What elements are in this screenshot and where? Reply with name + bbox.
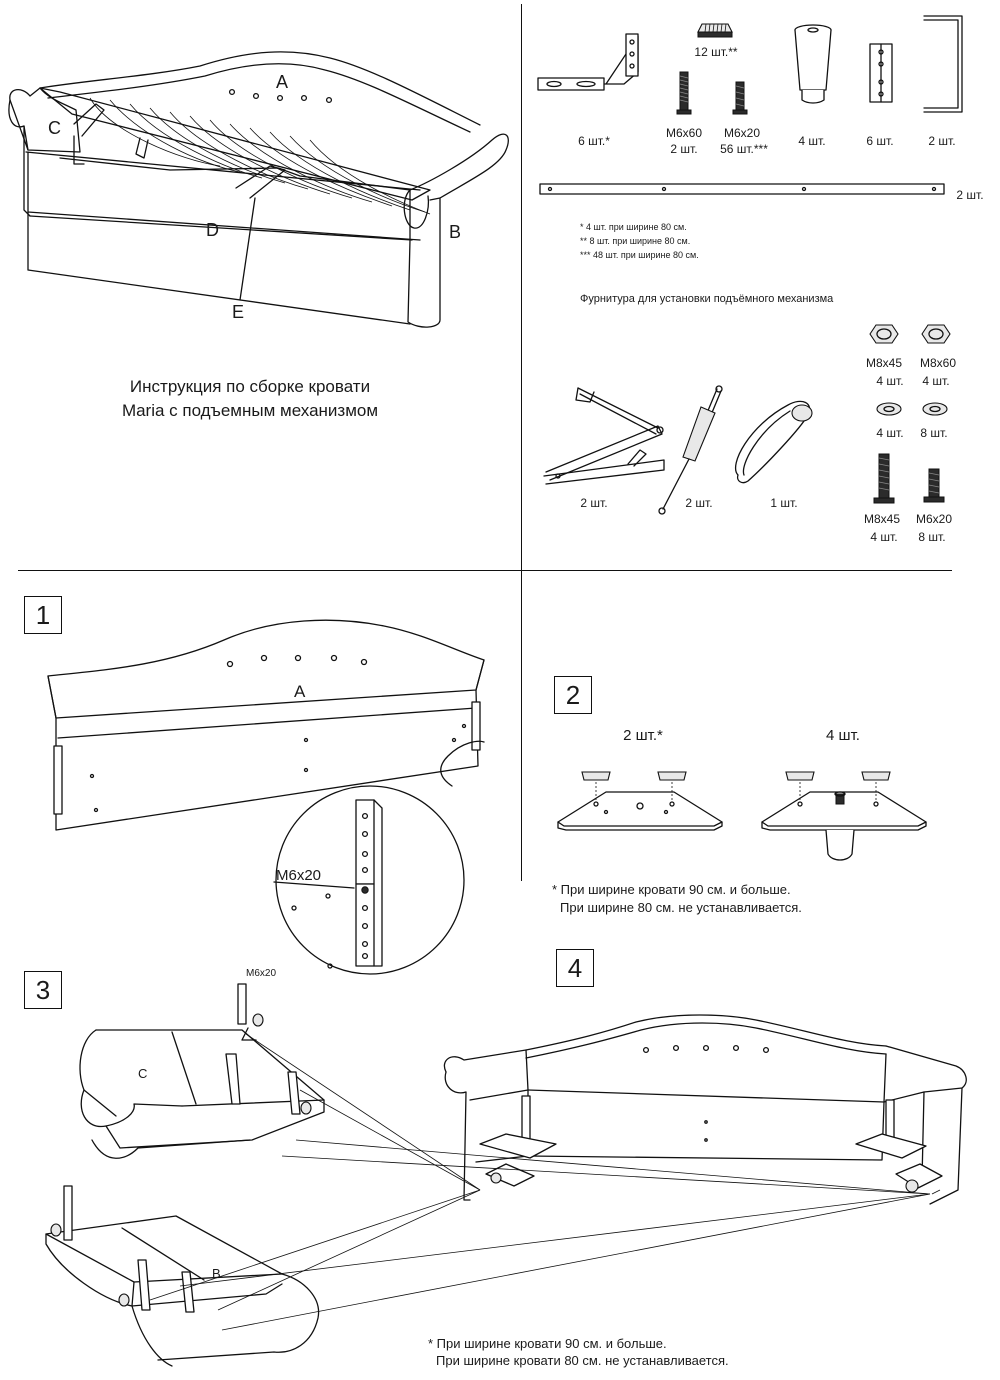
lift-mechanism-icon — [543, 387, 665, 485]
nut-m8x60-qty: 4 шт. — [922, 374, 950, 388]
overview-letter-b: B — [449, 222, 462, 242]
overview-letter-a: A — [276, 72, 289, 92]
step-2-bracket-with-leg — [761, 771, 927, 861]
nut-m8x60-size: M8x60 — [919, 356, 957, 370]
step-1-detail-callout — [273, 785, 465, 975]
connector-plate-qty: 6 шт. — [866, 134, 894, 148]
nut-m8x45-icon — [869, 324, 899, 344]
gas-spring-qty: 2 шт. — [685, 496, 713, 510]
connector-plate-icon — [869, 43, 893, 103]
bed-leg-qty: 4 шт. — [798, 134, 826, 148]
bolt-m6x20-kit-qty: 8 шт. — [918, 530, 946, 544]
step-2-left-qty: 2 шт.* — [623, 727, 663, 744]
document-title-line2: Maria с подъемным механизмом — [121, 401, 379, 420]
divider-horizontal — [18, 570, 952, 571]
bolt-m6x20-icon — [732, 81, 748, 115]
bed-leg-icon — [794, 24, 832, 104]
step-4-note-line2: При ширине кровати 80 см. не устанавлива… — [436, 1353, 729, 1368]
washer-small-icon — [922, 402, 948, 416]
step-1-panel-letter: A — [294, 682, 306, 701]
step-2-bracket-with-holders — [557, 771, 723, 831]
bolt-m6x60-size: М6х60 — [665, 126, 703, 140]
long-rail-icon — [539, 183, 945, 195]
overview-letter-e: E — [232, 302, 245, 322]
step-1-back-panel-illustration — [47, 619, 485, 831]
step-4-number: 4 — [556, 949, 594, 987]
bolt-m8x45-qty: 4 шт. — [870, 530, 898, 544]
washer-small-qty: 8 шт. — [920, 426, 948, 440]
step-1-bolt-label: M6x20 — [276, 867, 322, 884]
slat-holder-qty: 12 шт.** — [694, 45, 738, 59]
u-bar-icon — [923, 15, 963, 113]
lift-mechanism-qty: 2 шт. — [580, 496, 608, 510]
nut-m8x60-icon — [921, 324, 951, 344]
hardware-footnote-2: ** 8 шт. при ширине 80 см. — [580, 236, 691, 246]
step-3-letter-c: C — [138, 1066, 148, 1081]
long-rail-qty: 2 шт. — [956, 188, 984, 202]
bolt-m6x20-size: М6х20 — [723, 126, 761, 140]
slat-holder-icon — [697, 23, 733, 38]
bracket-qty: 6 шт.* — [578, 134, 610, 148]
bolt-m6x60-qty: 2 шт. — [670, 142, 698, 156]
nut-m8x45-size: M8x45 — [865, 356, 903, 370]
strap-icon — [734, 400, 813, 484]
divider-vertical-top — [521, 4, 522, 570]
washer-large-qty: 4 шт. — [876, 426, 904, 440]
divider-vertical-mid — [521, 571, 522, 881]
corner-bracket-icon — [537, 33, 639, 91]
u-bar-qty: 2 шт. — [928, 134, 956, 148]
bolt-m8x45-size: M8x45 — [863, 512, 901, 526]
washer-large-icon — [876, 402, 902, 416]
bolt-m8x45-icon — [873, 453, 895, 504]
hardware-footnote-3: *** 48 шт. при ширине 80 см. — [580, 250, 699, 260]
bolt-m6x60-icon — [676, 71, 692, 115]
step-2-number: 2 — [554, 676, 592, 714]
step-4-back-panel-illustration — [443, 1014, 967, 1205]
bolt-m6x20-kit-icon — [923, 468, 945, 503]
document-title-line1: Инструкция по сборке кровати — [129, 377, 371, 396]
gas-spring-icon — [658, 385, 723, 515]
bolt-m6x20-kit-size: M6x20 — [915, 512, 953, 526]
bolt-m6x20-qty: 56 шт.*** — [720, 142, 768, 156]
step-2-note-line2: При ширине 80 см. не устанавливается. — [560, 900, 802, 915]
overview-letter-d: D — [206, 220, 219, 240]
hardware-footnote-1: * 4 шт. при ширине 80 см. — [580, 222, 687, 232]
step-3-bolt-label: M6x20 — [246, 968, 277, 979]
step-3-side-panel-c-illustration — [79, 983, 325, 1159]
step-4-note-line1: * При ширине кровати 90 см. и больше. — [428, 1336, 667, 1351]
step-1-number: 1 — [24, 596, 62, 634]
strap-qty: 1 шт. — [770, 496, 798, 510]
bed-overview-illustration — [8, 51, 509, 328]
nut-m8x45-qty: 4 шт. — [876, 374, 904, 388]
overview-letter-c: C — [48, 118, 61, 138]
step-3-side-panel-b-illustration — [45, 1185, 320, 1367]
step-2-note-line1: * При ширине кровати 90 см. и больше. — [552, 882, 791, 897]
lift-kit-title: Фурнитура для установки подъёмного механ… — [580, 293, 834, 305]
step-3-number: 3 — [24, 971, 62, 1009]
step-2-right-qty: 4 шт. — [826, 727, 860, 744]
step-3-letter-b: B — [212, 1266, 221, 1281]
